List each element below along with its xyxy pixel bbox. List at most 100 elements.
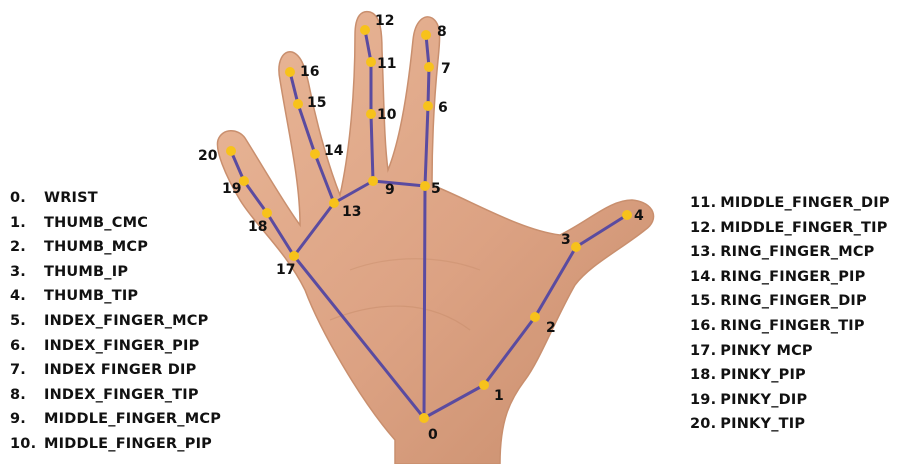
joint-number-label: 17 (276, 262, 295, 278)
joint-point (360, 25, 370, 35)
legend-item: 12.MIDDLE_FINGER_TIP (690, 216, 890, 241)
joint-point (622, 210, 632, 220)
skeleton-bone (428, 67, 429, 106)
joint-number-label: 5 (431, 181, 441, 197)
legend-item: 0.WRIST (10, 186, 221, 211)
joint-point (368, 176, 378, 186)
legend-label: INDEX FINGER DIP (44, 362, 196, 378)
joint-number-label: 18 (248, 219, 267, 235)
legend-item: 6.INDEX_FINGER_PIP (10, 334, 221, 359)
legend-number: 18. (690, 363, 716, 388)
legend-number: 13. (690, 240, 716, 265)
joint-number-label: 13 (342, 204, 361, 220)
legend-number: 4. (10, 284, 44, 309)
legend-label: WRIST (44, 190, 98, 206)
joint-point (530, 312, 540, 322)
joint-number-label: 0 (428, 427, 438, 443)
legend-number: 12. (690, 216, 716, 241)
joint-number-label: 20 (198, 148, 218, 164)
joint-point (421, 30, 431, 40)
legend-label: INDEX_FINGER_PIP (44, 338, 199, 354)
legend-label: THUMB_IP (44, 264, 128, 280)
joint-number-label: 7 (441, 61, 451, 77)
legend-item: 17.PINKY MCP (690, 339, 890, 364)
joint-number-label: 12 (375, 13, 394, 29)
legend-number: 3. (10, 260, 44, 285)
legend-item: 14.RING_FINGER_PIP (690, 265, 890, 290)
legend-label: PINKY_PIP (720, 367, 806, 383)
joint-point (479, 380, 489, 390)
legend-label: INDEX_FINGER_MCP (44, 313, 208, 329)
joint-point (420, 181, 430, 191)
joint-point (423, 101, 433, 111)
legend-label: RING_FINGER_PIP (720, 269, 865, 285)
joint-number-label: 9 (385, 182, 395, 198)
legend-item: 15.RING_FINGER_DIP (690, 289, 890, 314)
legend-label: MIDDLE_FINGER_DIP (720, 195, 889, 211)
legend-number: 8. (10, 383, 44, 408)
legend-item: 18.PINKY_PIP (690, 363, 890, 388)
legend-item: 20.PINKY_TIP (690, 412, 890, 437)
legend-label: PINKY_DIP (720, 392, 807, 408)
joint-number-label: 10 (377, 107, 397, 123)
legend-number: 14. (690, 265, 716, 290)
legend-number: 2. (10, 235, 44, 260)
joint-number-label: 15 (307, 95, 326, 111)
joint-number-label: 6 (438, 100, 448, 116)
skeleton-bone (424, 186, 425, 418)
joint-point (226, 146, 236, 156)
legend-label: MIDDLE_FINGER_MCP (44, 411, 221, 427)
legend-number: 19. (690, 388, 716, 413)
legend-number: 7. (10, 358, 44, 383)
legend-item: 9.MIDDLE_FINGER_MCP (10, 407, 221, 432)
legend-number: 6. (10, 334, 44, 359)
legend-label: THUMB_CMC (44, 215, 148, 231)
legend-number: 10. (10, 432, 44, 457)
joint-number-label: 3 (561, 232, 571, 248)
joint-point (293, 99, 303, 109)
joint-number-label: 16 (300, 64, 319, 80)
joint-number-label: 8 (437, 24, 447, 40)
joint-point (262, 208, 272, 218)
legend-label: THUMB_MCP (44, 239, 148, 255)
legend-item: 19.PINKY_DIP (690, 388, 890, 413)
legend-label: PINKY_TIP (720, 416, 805, 432)
legend-item: 5.INDEX_FINGER_MCP (10, 309, 221, 334)
joint-point (419, 413, 429, 423)
joint-number-label: 14 (324, 143, 344, 159)
legend-item: 7.INDEX FINGER DIP (10, 358, 221, 383)
legend-label: INDEX_FINGER_TIP (44, 387, 199, 403)
joint-point (310, 149, 320, 159)
legend-number: 15. (690, 289, 716, 314)
legend-item: 11.MIDDLE_FINGER_DIP (690, 191, 890, 216)
joint-point (289, 251, 299, 261)
legend-number: 11. (690, 191, 716, 216)
joint-point (424, 62, 434, 72)
joint-point (571, 242, 581, 252)
legend-number: 1. (10, 211, 44, 236)
joint-point (285, 67, 295, 77)
joint-number-label: 11 (377, 56, 396, 72)
joint-number-label: 1 (494, 388, 504, 404)
legend-item: 10.MIDDLE_FINGER_PIP (10, 432, 221, 457)
legend-label: MIDDLE_FINGER_TIP (720, 220, 887, 236)
legend-item: 16.RING_FINGER_TIP (690, 314, 890, 339)
joint-point (366, 109, 376, 119)
legend-label: RING_FINGER_TIP (720, 318, 864, 334)
joint-number-label: 19 (222, 181, 241, 197)
legend-number: 9. (10, 407, 44, 432)
legend-label: THUMB_TIP (44, 288, 138, 304)
legend-item: 3.THUMB_IP (10, 260, 221, 285)
joint-number-label: 2 (546, 320, 556, 336)
legend-item: 8.INDEX_FINGER_TIP (10, 383, 221, 408)
joint-number-label: 4 (634, 208, 644, 224)
legend-label: RING_FINGER_MCP (720, 244, 874, 260)
legend-number: 20. (690, 412, 716, 437)
joint-point (329, 198, 339, 208)
skeleton-bone (371, 114, 373, 181)
legend-label: RING_FINGER_DIP (720, 293, 867, 309)
legend-item: 2.THUMB_MCP (10, 235, 221, 260)
legend-number: 5. (10, 309, 44, 334)
